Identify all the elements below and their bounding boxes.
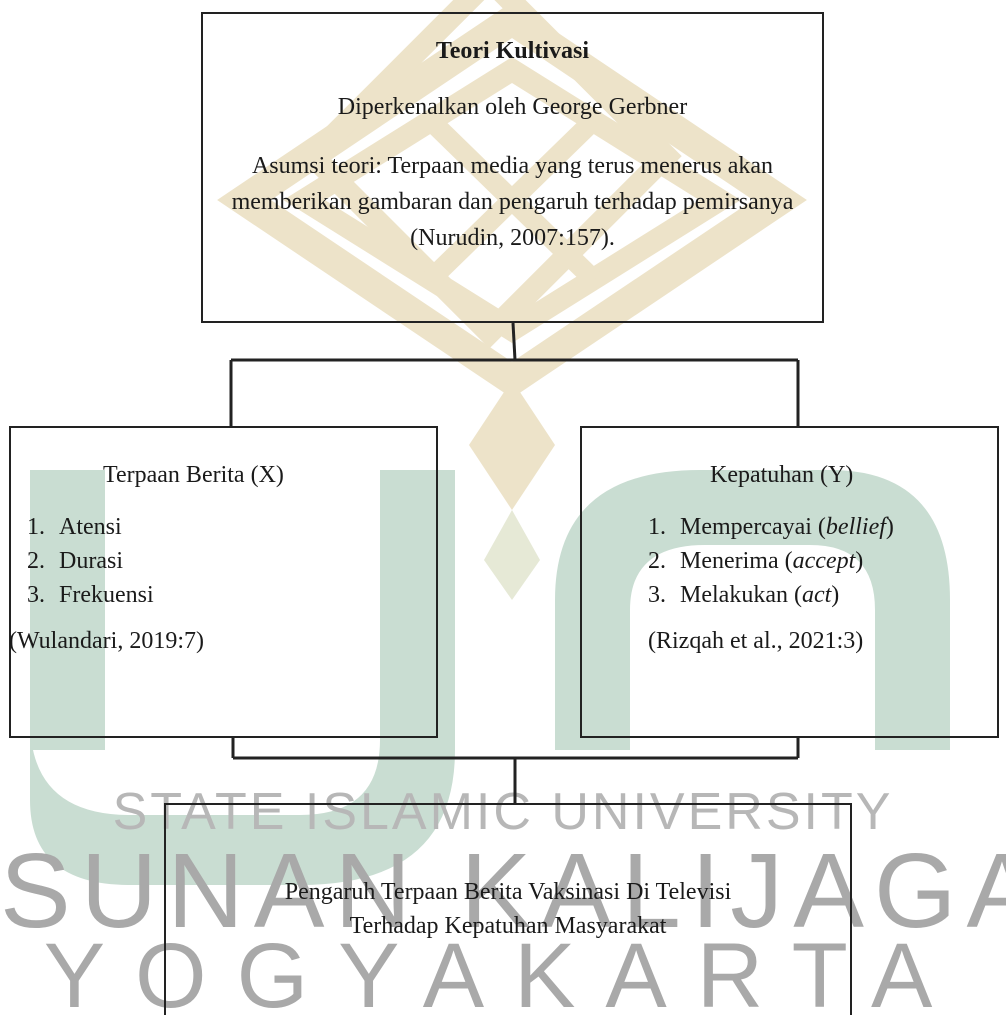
watermark-line-2: SUNAN KALIJAGA [0, 832, 1006, 950]
list-paren: ) [831, 582, 840, 608]
theory-subtitle: Diperkenalkan oleh George Gerbner [337, 94, 688, 120]
research-title: Pengaruh Terpaan Berita Vaksinasi Di Tel… [166, 875, 850, 943]
list-number: 1. [27, 514, 45, 540]
list-number: 2. [648, 548, 666, 574]
list-number: 3. [648, 582, 666, 608]
variable-x-box: Terpaan Berita (X) 1. Atensi 2. Durasi 3. F… [9, 426, 438, 738]
list-term: act [801, 582, 832, 608]
list-item: 3. Frekuensi [27, 578, 154, 612]
variable-x-citation: (Wulandari, 2019:7) [9, 628, 204, 654]
variable-x-heading: Terpaan Berita (X) [103, 462, 284, 488]
research-title-box: Pengaruh Terpaan Berita Vaksinasi Di Tel… [164, 803, 852, 1015]
list-text: Mempercayai ( [680, 514, 826, 540]
list-item: 1. Atensi [27, 510, 154, 544]
list-item: 2. Menerima (accept) [648, 544, 894, 578]
variable-y-heading: Kepatuhan (Y) [710, 462, 854, 488]
connector-top-stem [511, 322, 517, 361]
list-text: Durasi [59, 548, 123, 574]
list-number: 1. [648, 514, 666, 540]
list-term: bellief [825, 514, 886, 540]
list-item: 3. Melakukan (act) [648, 578, 894, 612]
variable-y-list: 1. Mempercayai (bellief) 2. Menerima (acce… [648, 510, 894, 612]
variable-y-citation: (Rizqah et al., 2021:3) [648, 628, 864, 654]
list-text: Melakukan ( [680, 582, 802, 608]
watermark-line-1: STATE ISLAMIC UNIVERSITY [112, 783, 894, 841]
list-item: 2. Durasi [27, 544, 154, 578]
variable-y-box: Kepatuhan (Y) 1. Mempercayai (bellief) 2.… [580, 426, 999, 738]
research-title-line-1: Pengaruh Terpaan Berita Vaksinasi Di Tel… [284, 879, 732, 905]
list-number: 3. [27, 582, 45, 608]
variable-x-list: 1. Atensi 2. Durasi 3. Frekuensi [27, 510, 154, 612]
list-paren: ) [885, 514, 894, 540]
theory-assumption: Asumsi teori: Terpaan media yang terus m… [231, 153, 794, 251]
list-text: Menerima ( [680, 548, 793, 574]
list-number: 2. [27, 548, 45, 574]
watermark-line-3: YOGYAKARTA [43, 925, 963, 1027]
theory-title: Teori Kultivasi [435, 38, 590, 64]
research-title-line-2: Terhadap Kepatuhan Masyarakat [349, 913, 667, 939]
list-term: accept [792, 548, 856, 574]
list-item: 1. Mempercayai (bellief) [648, 510, 894, 544]
list-text: Frekuensi [59, 582, 154, 608]
list-paren: ) [855, 548, 864, 574]
theory-box: Teori Kultivasi Diperkenalkan oleh Georg… [201, 12, 824, 323]
list-text: Atensi [59, 514, 122, 540]
